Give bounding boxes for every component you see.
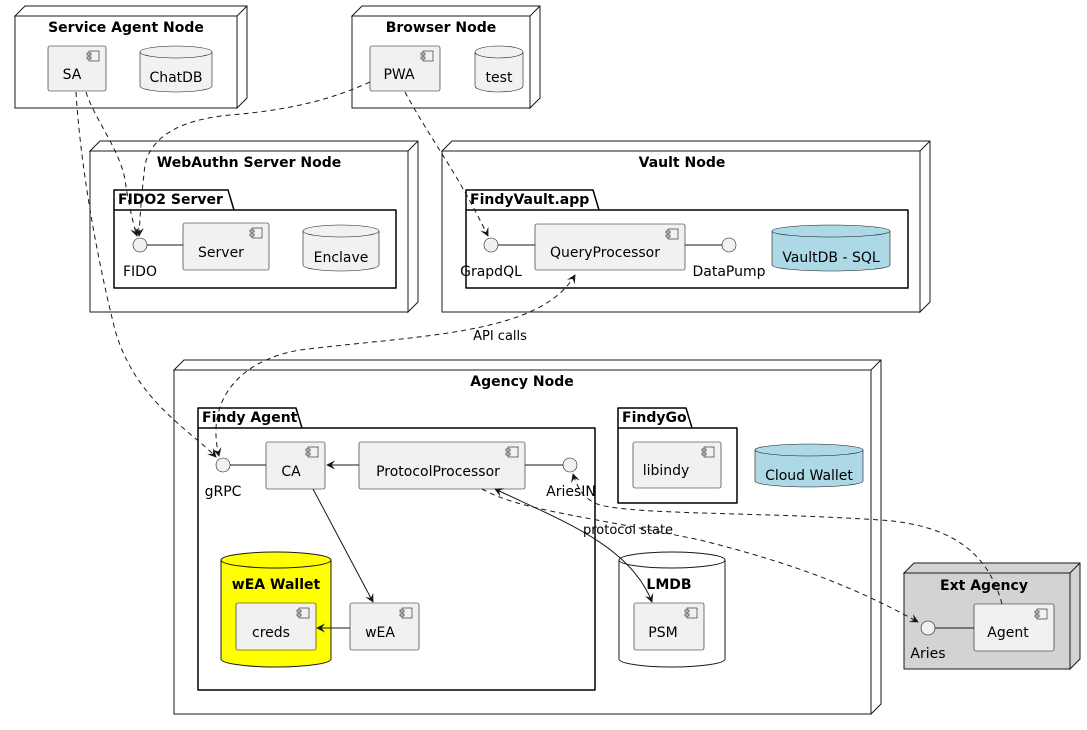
agent-component[interactable]: Agent: [973, 603, 1055, 652]
agent-label: Agent: [987, 625, 1029, 641]
lmdb-label: LMDB: [646, 577, 691, 593]
findy-agent-package: Findy Agent gRPC CA ProtocolProcessor: [197, 407, 596, 691]
edge-sa-to-grpc: [75, 91, 217, 458]
service-agent-node: Service Agent Node SA ChatDB: [13, 5, 248, 110]
edge-ca-to-wea: [312, 488, 374, 603]
wea-component[interactable]: wEA: [349, 602, 420, 651]
chatdb-database: ChatDB: [139, 45, 213, 93]
psm-label: PSM: [648, 625, 677, 641]
browser-node: Browser Node PWA test: [350, 5, 541, 110]
findyvault-package-title: FindyVault.app: [470, 192, 589, 208]
fido-interface: FIDO: [123, 237, 157, 280]
queryprocessor-component[interactable]: QueryProcessor: [534, 223, 686, 271]
api-calls-label: API calls: [473, 329, 527, 344]
ext-agency-node: Ext Agency Aries Agent: [902, 562, 1081, 671]
enclave-database: Enclave: [302, 224, 380, 272]
cloud-wallet-database: Cloud Wallet: [754, 443, 864, 488]
pwa-component[interactable]: PWA: [369, 45, 441, 92]
edge-protocolprocessor-to-aries: [481, 488, 919, 623]
creds-component[interactable]: creds: [235, 602, 317, 651]
browser-node-title: Browser Node: [386, 20, 497, 36]
sa-component[interactable]: SA: [47, 45, 107, 92]
edge-protocolprocessor-psm: [494, 488, 654, 603]
pwa-label: PWA: [383, 67, 415, 83]
fido2-server-package-title: FIDO2 Server: [118, 192, 223, 208]
sa-label: SA: [63, 67, 82, 83]
datapump-label: DataPump: [692, 264, 765, 280]
server-label: Server: [198, 245, 244, 261]
cloud-wallet-label: Cloud Wallet: [765, 468, 853, 484]
creds-label: creds: [252, 625, 290, 641]
grpc-label: gRPC: [205, 484, 242, 500]
edge-grpc-queryprocessor: [212, 274, 576, 457]
grpc-interface: gRPC: [205, 457, 242, 500]
test-database: test: [474, 45, 524, 93]
ext-agency-node-title: Ext Agency: [940, 578, 1028, 594]
queryprocessor-label: QueryProcessor: [550, 245, 660, 261]
fido2-server-package: FIDO2 Server FIDO Server Enclave: [113, 189, 397, 289]
protocol-state-label: protocol state: [583, 523, 673, 538]
findygo-package-title: FindyGo: [622, 410, 687, 426]
vaultdb-database: VaultDB - SQL: [771, 224, 891, 272]
agency-node-title: Agency Node: [470, 374, 573, 390]
webauthn-node-title: WebAuthn Server Node: [157, 155, 342, 171]
protocolprocessor-label: ProtocolProcessor: [376, 464, 500, 480]
test-label: test: [486, 70, 513, 86]
findygo-package: FindyGo libindy: [617, 407, 738, 504]
ariesin-label: AriesIN: [546, 484, 596, 500]
edge-pwa-to-grapdql: [404, 91, 489, 237]
server-component[interactable]: Server: [182, 222, 270, 271]
ca-component[interactable]: CA: [265, 441, 326, 490]
edge-sa-to-fido: [85, 91, 139, 237]
protocolprocessor-component[interactable]: ProtocolProcessor: [358, 441, 526, 490]
lmdb-database: LMDB PSM: [618, 551, 726, 668]
fido-label: FIDO: [123, 264, 157, 280]
findyvault-package: FindyVault.app GrapdQL QueryProcessor Da…: [460, 189, 909, 289]
chatdb-label: ChatDB: [149, 70, 202, 86]
psm-component[interactable]: PSM: [633, 602, 705, 651]
webauthn-server-node: WebAuthn Server Node FIDO2 Server FIDO S…: [88, 140, 419, 314]
libindy-label: libindy: [643, 463, 690, 479]
libindy-component[interactable]: libindy: [632, 441, 722, 489]
wea-label: wEA: [365, 625, 395, 641]
wea-wallet-database: wEA Wallet creds: [220, 551, 332, 668]
vault-node-title: Vault Node: [639, 155, 726, 171]
edge-agent-to-ariesin: [571, 473, 1003, 605]
ca-label: CA: [281, 464, 301, 480]
vault-node: Vault Node FindyVault.app GrapdQL QueryP…: [440, 140, 931, 314]
datapump-interface: DataPump: [692, 237, 766, 280]
wea-wallet-label: wEA Wallet: [232, 577, 321, 593]
aries-interface: Aries: [910, 620, 946, 662]
grapdql-label: GrapdQL: [460, 264, 522, 280]
agency-node: Agency Node Findy Agent gRPC CA: [172, 359, 882, 716]
edge-pwa-to-fido: [134, 81, 371, 237]
vaultdb-label: VaultDB - SQL: [782, 250, 880, 266]
findy-agent-package-title: Findy Agent: [202, 410, 298, 426]
aries-label: Aries: [910, 646, 945, 662]
service-agent-node-title: Service Agent Node: [48, 20, 204, 36]
enclave-label: Enclave: [314, 250, 369, 266]
